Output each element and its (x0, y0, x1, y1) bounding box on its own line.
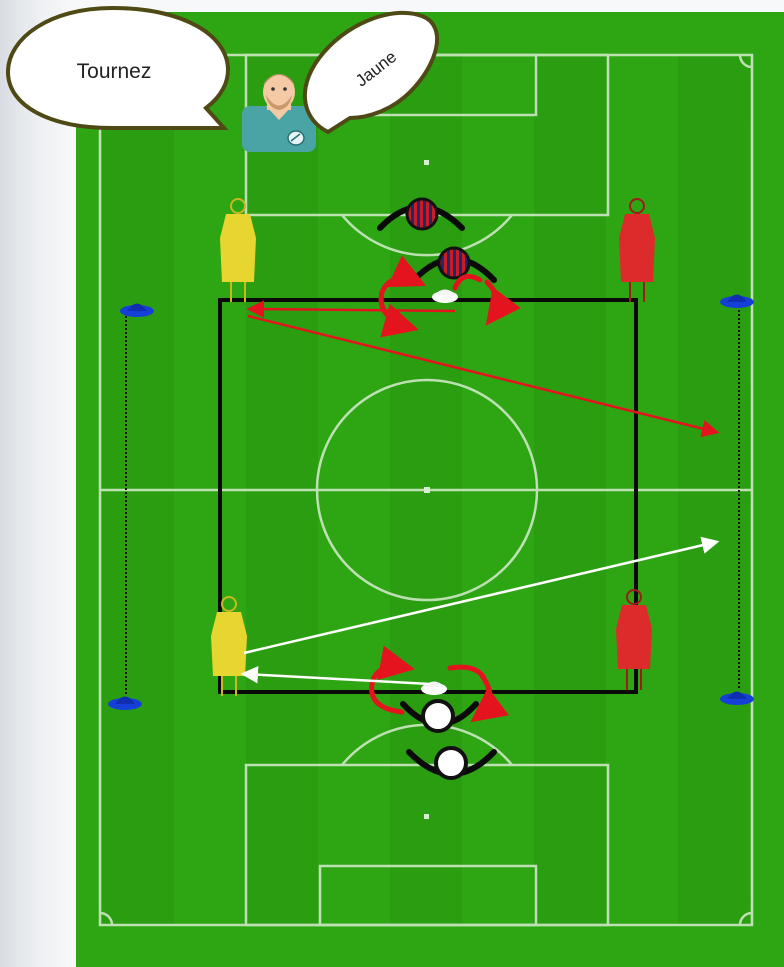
speech-bubble-tournez: Tournez (8, 8, 228, 128)
whistle-icon (288, 131, 304, 145)
bubble-text-tournez: Tournez (77, 60, 152, 83)
